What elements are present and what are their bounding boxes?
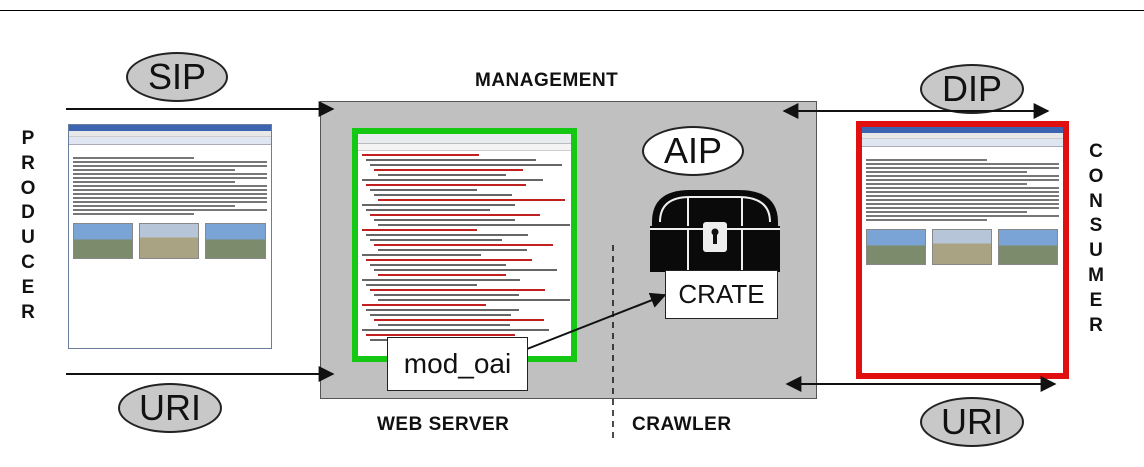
xml-text-line [378,324,511,326]
xml-text-line [362,279,520,281]
xml-text-line [378,274,506,276]
dip-label: DIP [941,68,1002,109]
xml-text-line [374,219,515,221]
xml-text-line [374,319,545,321]
mod-oai-label: mod_oai [403,348,512,379]
xml-text-line [362,154,480,156]
treasure-chest-icon [650,190,780,272]
consumer-browser-icon: ​ [862,127,1063,373]
xml-text-line [366,234,528,236]
xml-text-line [362,204,516,206]
xml-text-line [362,304,486,306]
aip-ellipse: AIP [642,126,744,176]
xml-text-line [370,164,562,166]
xml-text-line [366,309,520,311]
xml-text-line [366,334,516,336]
xml-text-line [366,159,537,161]
xml-text-line [370,314,511,316]
mod-oai-box: mod_oai [387,337,528,391]
xml-text-line [378,224,570,226]
xml-text-line [366,259,533,261]
xml-text-line [378,199,566,201]
web-server-label: WEB SERVER [377,414,510,435]
producer-browser-icon: ​ [68,124,272,349]
xml-text-line [378,174,506,176]
xml-text-line [366,284,477,286]
sip-label: SIP [147,56,207,97]
xml-text-line [378,299,570,301]
xml-text-line [362,229,478,231]
crate-label: CRATE [678,279,765,309]
xml-text-line [370,289,545,291]
xml-text-line [366,184,526,186]
sip-ellipse: SIP [126,52,228,102]
xml-text-line [374,269,558,271]
xml-text-line [370,189,477,191]
uri-right-ellipse: URI [920,397,1024,447]
xml-text-line [366,209,490,211]
xml-text-line [374,194,513,196]
consumer-page-frame: ​ [856,121,1069,379]
xml-text-line [370,214,541,216]
xml-text-line [370,239,503,241]
xml-text-line [374,244,553,246]
xml-text-line [370,264,507,266]
xml-text-line [362,329,550,331]
aip-label: AIP [663,130,723,171]
mod-oai-to-crate-arrow [526,292,667,350]
uri-left-label: URI [139,387,201,428]
crawler-label: CRAWLER [632,414,732,435]
top-divider [0,10,1144,11]
xml-text-line [374,169,524,171]
uri-right-label: URI [941,401,1003,442]
xml-text-line [378,249,528,251]
xml-document-frame [352,128,577,362]
xml-text-line [362,179,544,181]
management-label: MANAGEMENT [475,70,619,91]
xml-text-line [374,294,519,296]
uri-left-ellipse: URI [118,383,222,433]
xml-text-line [362,254,482,256]
crate-box: CRATE [665,270,778,319]
